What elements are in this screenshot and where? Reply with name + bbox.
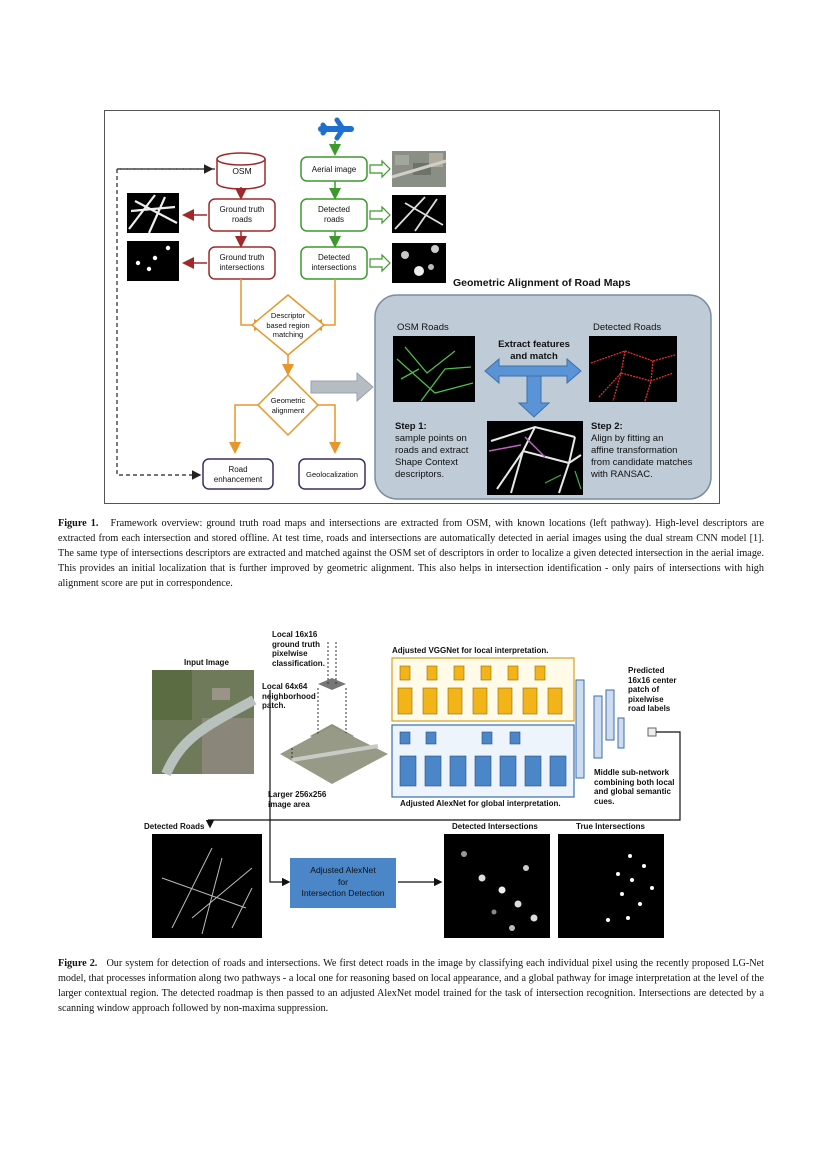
network-layer-block (472, 687, 488, 715)
gt-intersections-image (127, 241, 179, 281)
local16-label: Local 16x16 ground truth pixelwise class… (272, 630, 325, 668)
panel-title: Geometric Alignment of Road Maps (453, 277, 631, 289)
middle-subnetwork-label: Middle sub-network combining both local … (594, 768, 675, 806)
network-layer-block (399, 665, 411, 681)
geolocalization-label: Geolocalization (306, 470, 358, 479)
network-layer-block (422, 687, 438, 715)
intersection-alexnet-box (290, 858, 396, 908)
gt-roads-image (127, 193, 179, 234)
detected-intersections-label: Detected intersections (311, 253, 357, 272)
road-enhancement-label: Road enhancement (213, 465, 263, 484)
network-layer-block (534, 665, 546, 681)
network-layer-block (509, 731, 521, 745)
network-layer-block (497, 687, 513, 715)
true-intersections-label: True Intersections (576, 822, 645, 831)
true-intersections-image (558, 834, 664, 938)
vgg-blocks (397, 665, 563, 715)
detected-roads-thumb (392, 195, 446, 233)
network-layer-block (425, 731, 437, 745)
overlay-image (487, 421, 583, 495)
detected-intersections-thumb (392, 243, 446, 283)
figure-1: OSM Ground truth roads Ground truth inte… (104, 110, 720, 504)
figure-1-diagram (116, 117, 712, 500)
figure-2-caption-text: Our system for detection of roads and in… (58, 958, 764, 1014)
figure-2: Input Image Local 16x16 ground truth pix… (142, 628, 687, 938)
gt-intersections-label: Ground truth intersections (219, 253, 265, 272)
network-layer-block (426, 665, 438, 681)
detected-intersections-label: Detected Intersections (452, 822, 538, 831)
figure-2-caption: Figure 2. Our system for detection of ro… (58, 956, 764, 1016)
input-image-label: Input Image (184, 658, 229, 667)
extract-features-label: Extract features and match (498, 339, 570, 362)
network-layer-block (481, 731, 493, 745)
figure-1-caption-label: Figure 1. (58, 518, 99, 529)
geometric-alignment-label: Geometric alignment (270, 396, 306, 415)
alexnet-box-label: Adjusted AlexNet for Intersection Detect… (301, 865, 385, 898)
network-layer-block (480, 665, 492, 681)
figure-1-caption: Figure 1. Framework overview: ground tru… (58, 516, 764, 591)
figure-1-caption-text: Framework overview: ground truth road ma… (58, 518, 765, 589)
network-layer-block (399, 731, 411, 745)
osm-label: OSM (232, 166, 252, 176)
step2-text: Align by fitting an affine transformatio… (591, 433, 693, 480)
network-layer-block (547, 687, 563, 715)
aerial-image-label: Aerial image (311, 165, 357, 174)
step1-text: sample points on roads and extract Shape… (395, 433, 469, 480)
input-image (152, 670, 257, 777)
detected-roads-title: Detected Roads (593, 322, 662, 333)
network-layer-block (522, 687, 538, 715)
local64-label: Local 64x64 neighborhood patch. (262, 682, 316, 710)
step1-title: Step 1: (395, 421, 427, 432)
gt-roads-label: Ground truth roads (219, 205, 265, 224)
network-layer-block (397, 687, 413, 715)
network-layer-block (499, 755, 517, 787)
vgg-title: Adjusted VGGNet for local interpretation… (392, 646, 549, 655)
network-layer-block (507, 665, 519, 681)
network-layer-block (524, 755, 542, 787)
airplane-icon (318, 117, 354, 141)
alexnet-blocks (399, 731, 567, 787)
network-layer-block (549, 755, 567, 787)
step2-title: Step 2: (591, 421, 623, 432)
larger256-label: Larger 256x256 image area (268, 790, 327, 809)
network-layer-block (453, 665, 465, 681)
network-layer-block (424, 755, 442, 787)
figure-2-caption-label: Figure 2. (58, 958, 98, 969)
osm-roads-image (393, 336, 475, 402)
local-patch (318, 642, 346, 690)
network-layer-block (399, 755, 417, 787)
detected-intersections-image (444, 834, 550, 938)
detected-roads-image (589, 336, 677, 402)
figure-2-diagram (152, 642, 681, 938)
larger-area-patch (280, 726, 388, 784)
network-layer-block (447, 687, 463, 715)
aerial-image-thumb (391, 151, 447, 187)
alexnet-title: Adjusted AlexNet for global interpretati… (400, 799, 561, 808)
detected-roads-label: Detected Roads (144, 822, 205, 831)
osm-roads-title: OSM Roads (397, 322, 449, 333)
detected-roads-image (152, 834, 262, 938)
network-layer-block (474, 755, 492, 787)
descriptor-matching-label: Descriptor based region matching (266, 311, 310, 339)
osm-database (216, 152, 266, 190)
network-layer-block (449, 755, 467, 787)
detected-roads-label: Detected roads (317, 205, 351, 224)
predicted-label: Predicted 16x16 center patch of pixelwis… (628, 666, 677, 713)
